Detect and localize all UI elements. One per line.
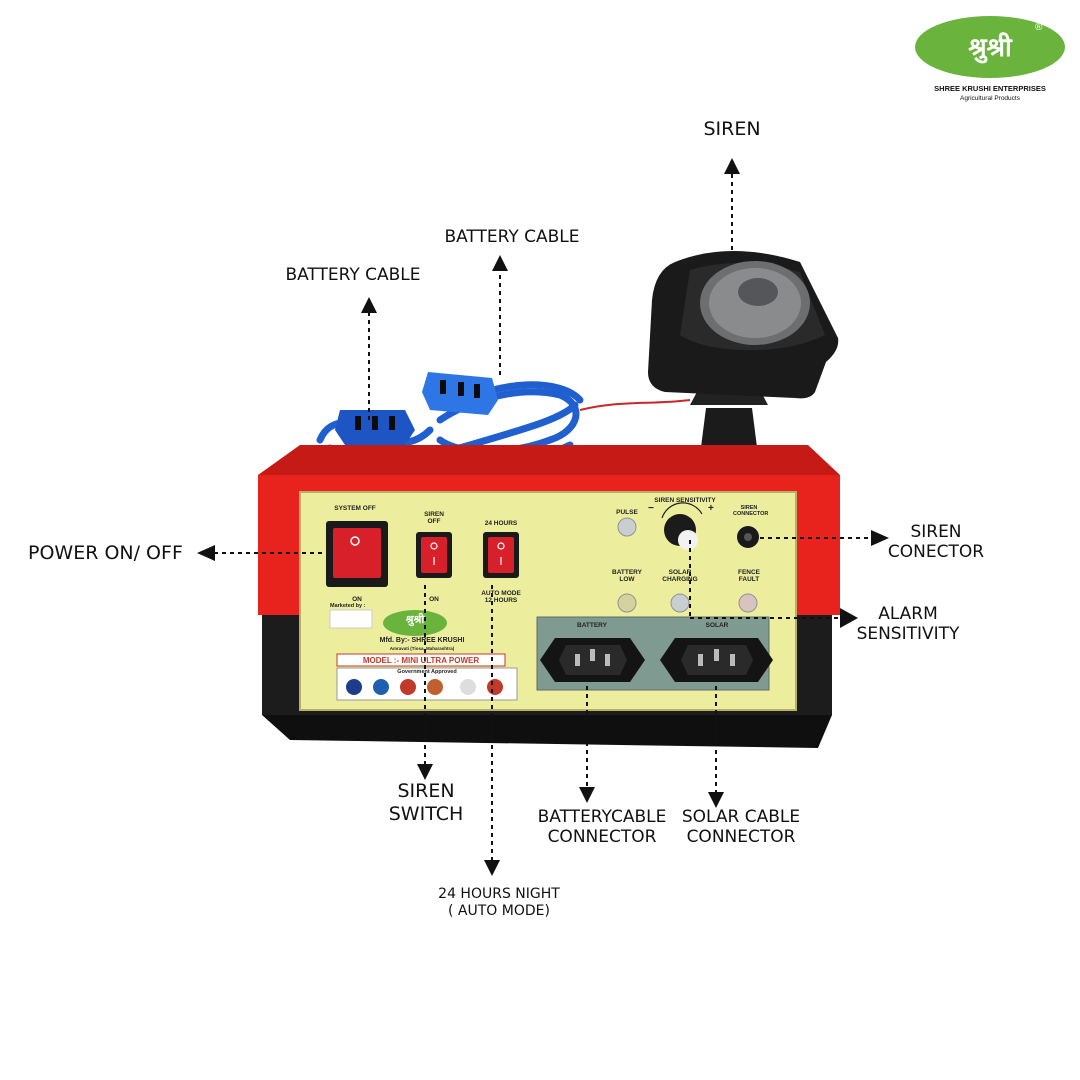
callout-power-on-off: POWER ON/ OFF <box>28 542 183 564</box>
panel-on-left: ON <box>352 596 362 603</box>
panel-minus: − <box>648 503 654 514</box>
callout-auto-mode: 24 HOURS NIGHT ( AUTO MODE) <box>424 886 574 920</box>
siren-wire <box>579 399 691 411</box>
panel-24-hours: 24 HOURS <box>484 520 518 527</box>
panel-marketed-by: Marketed by : <box>330 603 366 609</box>
callout-solar-connector: SOLAR CABLE CONNECTOR <box>672 807 810 848</box>
battery-cable-plug-left <box>335 410 415 445</box>
callout-battery-connector-line1: BATTERYCABLE <box>537 807 667 827</box>
panel-logo-text: श्रुश्री <box>405 614 425 626</box>
callout-solar-connector-line2: CONNECTOR <box>686 827 796 848</box>
panel-siren-off: SIREN OFF <box>424 511 444 526</box>
callout-arrows <box>212 172 873 860</box>
panel-battery-socket: BATTERY <box>577 622 607 629</box>
brand-logo-text: श्रुश्री <box>968 33 1012 63</box>
brand-logo-mark <box>915 16 1065 78</box>
callout-siren-switch: SIREN SWITCH <box>376 780 476 826</box>
panel-govt-approved: Government Approved <box>397 669 457 675</box>
callout-siren-connector-line2: CONECTOR <box>887 542 985 563</box>
panel-siren-connector: SIREN CONNECTOR <box>733 505 769 518</box>
callout-siren-connector-line1: SIREN <box>910 522 962 542</box>
panel-fence-fault: FENCE FAULT <box>737 569 761 584</box>
panel-indicators <box>617 502 759 613</box>
callout-battery-cable-right: BATTERY CABLE <box>444 227 580 247</box>
callout-siren-switch-line2: SWITCH <box>388 802 464 825</box>
siren-unit <box>648 251 839 464</box>
panel-solar-socket: SOLAR <box>705 622 729 629</box>
panel-solar-charging: SOLAR CHARGING <box>662 569 698 584</box>
callout-siren: SIREN <box>703 118 761 140</box>
callout-auto-mode-line1: 24 HOURS NIGHT <box>438 886 560 902</box>
callout-alarm-sensitivity: ALARM SENSITIVITY <box>852 604 964 645</box>
arrow-heads <box>197 158 889 876</box>
brand-company: SHREE KRUSHI ENTERPRISES <box>934 84 1046 93</box>
callout-solar-connector-line1: SOLAR CABLE <box>681 807 801 827</box>
callout-alarm-line1: ALARM <box>878 604 938 624</box>
panel-model: MODEL :- MINI ULTRA POWER <box>362 656 480 665</box>
panel-pulse: PULSE <box>616 509 638 516</box>
panel-on-mid: ON <box>429 596 439 603</box>
panel-plus: + <box>708 503 714 514</box>
registered-mark: ® <box>1035 22 1043 33</box>
panel-branding <box>329 609 518 701</box>
panel-battery-low: BATTERY LOW <box>612 569 642 584</box>
panel-system-off: SYSTEM OFF <box>334 505 376 512</box>
panel-auto-mode: AUTO MODE 12 HOURS <box>481 590 521 605</box>
callout-siren-switch-line1: SIREN <box>397 780 455 802</box>
callout-battery-connector-line2: CONNECTOR <box>547 827 657 848</box>
socket-panel <box>536 616 773 691</box>
battery-cable-plug-right <box>422 372 498 415</box>
callout-siren-connector: SIREN CONECTOR <box>872 522 1000 563</box>
panel-address: Amravati (Tiosa, Maharashtra) <box>389 646 455 651</box>
panel-mfd-by: Mfd. By:- SHREE KRUSHI <box>379 637 465 644</box>
brand-tagline: Agricultural Products <box>960 95 1020 102</box>
callout-battery-cable-left: BATTERY CABLE <box>285 265 421 285</box>
callout-battery-connector: BATTERYCABLE CONNECTOR <box>534 807 670 848</box>
callout-alarm-line2: SENSITIVITY <box>856 624 960 645</box>
panel-siren-sensitivity: SIREN SENSITIVITY <box>654 497 716 504</box>
panel-switches <box>326 521 519 587</box>
callout-auto-mode-line2: ( AUTO MODE) <box>448 902 550 919</box>
